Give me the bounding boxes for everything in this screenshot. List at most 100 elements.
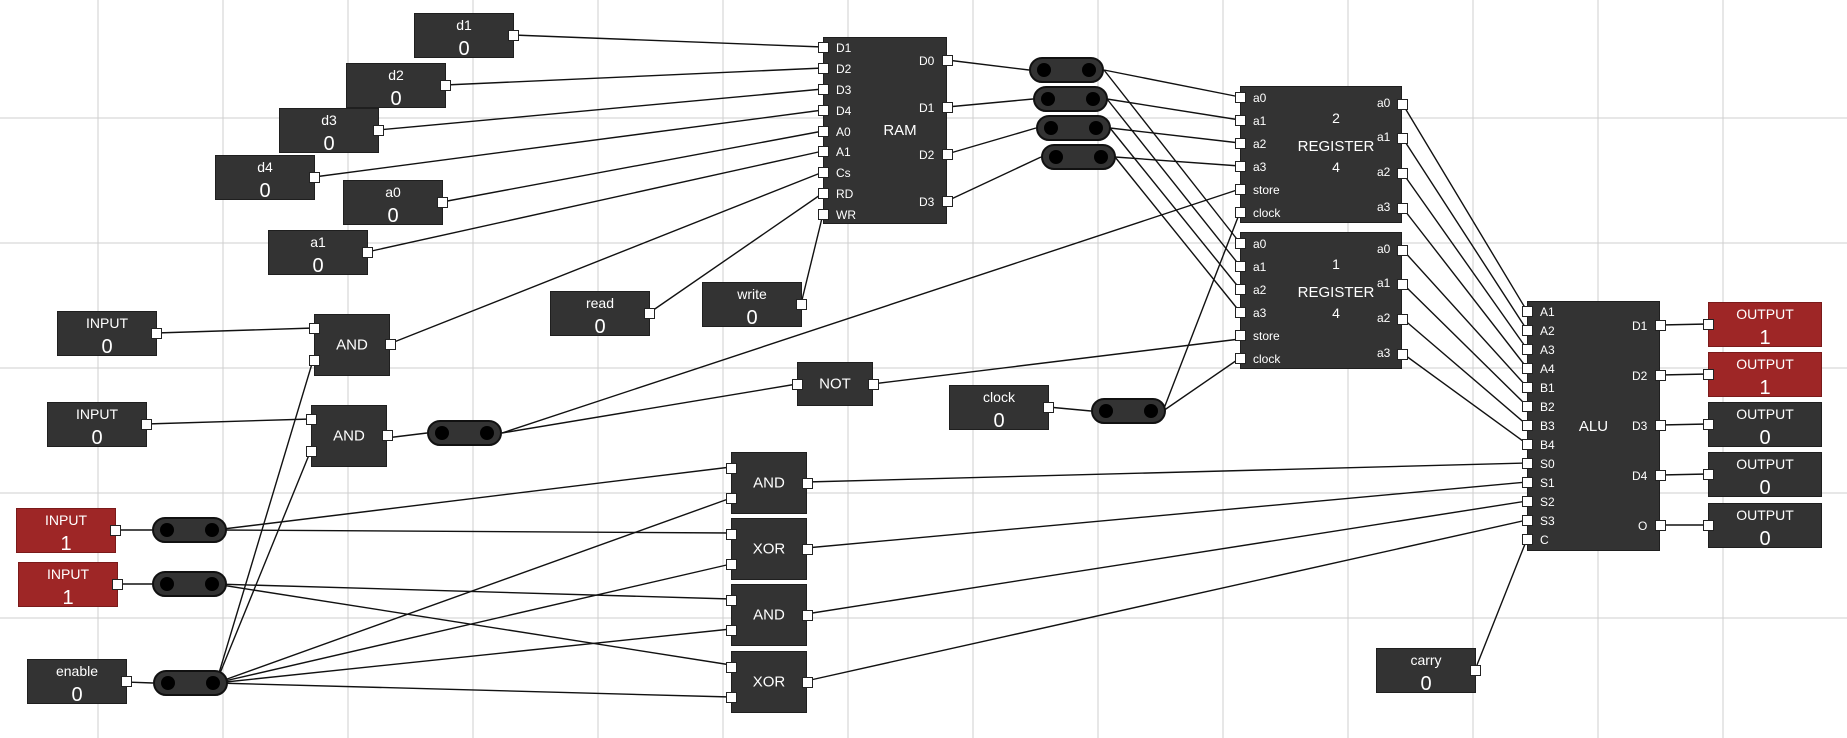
reg2-pin-out-a3[interactable] <box>1397 203 1408 214</box>
input-4[interactable]: INPUT 1 <box>18 562 123 608</box>
output-pin[interactable] <box>802 478 813 489</box>
alu-pin-A3[interactable] <box>1522 344 1533 355</box>
input-d2[interactable]: d2 0 <box>346 63 451 109</box>
input-pin[interactable] <box>1703 419 1714 430</box>
reg1-pin-out-a0[interactable] <box>1397 245 1408 256</box>
and-gate-3[interactable]: AND <box>726 452 813 514</box>
reg1-pin-a3[interactable] <box>1235 307 1246 318</box>
junction-node[interactable] <box>152 571 227 597</box>
xor-gate-1[interactable]: XOR <box>726 518 813 580</box>
alu-pin-A4[interactable] <box>1522 363 1533 374</box>
input-pin[interactable] <box>726 559 737 570</box>
input-pin[interactable] <box>726 692 737 703</box>
ram-pin-WR[interactable] <box>818 209 829 220</box>
input-2[interactable]: INPUT 0 <box>47 402 152 448</box>
junction-node[interactable] <box>1041 144 1116 170</box>
ram-pin-RD[interactable] <box>818 188 829 199</box>
ram-pin-Cs[interactable] <box>818 167 829 178</box>
input-read[interactable]: read 0 <box>550 291 655 337</box>
output-pin[interactable] <box>440 80 451 91</box>
alu-pin-S0[interactable] <box>1522 458 1533 469</box>
alu-pin-B2[interactable] <box>1522 401 1533 412</box>
reg1-pin-store[interactable] <box>1235 330 1246 341</box>
not-gate[interactable]: NOT <box>792 362 879 406</box>
output-pin[interactable] <box>796 299 807 310</box>
output-pin[interactable] <box>382 430 393 441</box>
reg2-pin-store[interactable] <box>1235 184 1246 195</box>
output-pin[interactable] <box>151 328 162 339</box>
ram-pin-D3[interactable] <box>818 84 829 95</box>
output-pin[interactable] <box>112 579 123 590</box>
input-pin[interactable] <box>306 446 317 457</box>
input-clock[interactable]: clock 0 <box>949 385 1054 431</box>
output-pin[interactable] <box>121 676 132 687</box>
input-pin[interactable] <box>1703 520 1714 531</box>
input-pin[interactable] <box>309 355 320 366</box>
input-carry[interactable]: carry 0 <box>1376 648 1481 694</box>
alu-pin-A2[interactable] <box>1522 325 1533 336</box>
input-pin[interactable] <box>306 414 317 425</box>
junction-node[interactable] <box>153 670 228 696</box>
alu-pin-S3[interactable] <box>1522 515 1533 526</box>
alu-pin-C[interactable] <box>1522 534 1533 545</box>
ram-pin-A0[interactable] <box>818 126 829 137</box>
input-pin[interactable] <box>726 493 737 504</box>
output-pin[interactable] <box>110 525 121 536</box>
alu-pin-B4[interactable] <box>1522 439 1533 450</box>
junction-node[interactable] <box>1036 115 1111 141</box>
ram-pin-D2[interactable] <box>818 63 829 74</box>
alu-chip[interactable]: A1 A2 A3 A4 B1 B2 B3 B4 S0 S1 S2 S3 C AL… <box>1522 301 1666 551</box>
output-pin[interactable] <box>141 419 152 430</box>
input-pin[interactable] <box>726 595 737 606</box>
ram-pin-out-D2[interactable] <box>942 149 953 160</box>
reg1-pin-clock[interactable] <box>1235 353 1246 364</box>
ram-pin-out-D1[interactable] <box>942 102 953 113</box>
output-pin[interactable] <box>373 125 384 136</box>
input-write[interactable]: write 0 <box>702 282 807 328</box>
output-1[interactable]: OUTPUT 1 <box>1703 302 1822 348</box>
reg2-pin-a3[interactable] <box>1235 161 1246 172</box>
output-5[interactable]: OUTPUT 0 <box>1703 503 1822 549</box>
and-gate-4[interactable]: AND <box>726 584 813 646</box>
junction-node[interactable] <box>1029 57 1104 83</box>
input-pin[interactable] <box>792 379 803 390</box>
input-a0[interactable]: a0 0 <box>343 180 448 226</box>
output-pin[interactable] <box>1043 402 1054 413</box>
reg2-pin-clock[interactable] <box>1235 207 1246 218</box>
reg1-pin-out-a2[interactable] <box>1397 314 1408 325</box>
reg1-pin-a0[interactable] <box>1235 238 1246 249</box>
junction-node[interactable] <box>1091 398 1166 424</box>
input-d1[interactable]: d1 0 <box>414 13 519 59</box>
input-1[interactable]: INPUT 0 <box>57 311 162 357</box>
output-4[interactable]: OUTPUT 0 <box>1703 452 1822 498</box>
register-1[interactable]: a0 a1 a2 a3 store clock 1 REGISTER 4 a0 … <box>1235 232 1408 369</box>
ram-chip[interactable]: D1 D2 D3 D4 A0 A1 Cs RD WR RAM D0 D1 D2 … <box>818 37 953 224</box>
output-pin[interactable] <box>1470 665 1481 676</box>
input-pin[interactable] <box>726 625 737 636</box>
reg2-pin-a1[interactable] <box>1235 115 1246 126</box>
output-pin[interactable] <box>802 544 813 555</box>
ram-pin-out-D3[interactable] <box>942 196 953 207</box>
reg1-pin-a2[interactable] <box>1235 284 1246 295</box>
alu-pin-S1[interactable] <box>1522 477 1533 488</box>
reg2-pin-out-a2[interactable] <box>1397 168 1408 179</box>
input-a1[interactable]: a1 0 <box>268 230 373 276</box>
ram-pin-out-D0[interactable] <box>942 55 953 66</box>
input-pin[interactable] <box>726 662 737 673</box>
input-pin[interactable] <box>1703 469 1714 480</box>
alu-pin-out-D1[interactable] <box>1655 320 1666 331</box>
ram-pin-D1[interactable] <box>818 42 829 53</box>
reg1-pin-a1[interactable] <box>1235 261 1246 272</box>
alu-pin-B1[interactable] <box>1522 382 1533 393</box>
input-pin[interactable] <box>1703 319 1714 330</box>
xor-gate-2[interactable]: XOR <box>726 651 813 713</box>
reg2-pin-a0[interactable] <box>1235 92 1246 103</box>
reg2-pin-out-a1[interactable] <box>1397 133 1408 144</box>
input-3[interactable]: INPUT 1 <box>16 508 121 554</box>
output-pin[interactable] <box>802 677 813 688</box>
output-pin[interactable] <box>644 308 655 319</box>
input-pin[interactable] <box>726 463 737 474</box>
ram-pin-A1[interactable] <box>818 146 829 157</box>
junction-node[interactable] <box>1033 86 1108 112</box>
alu-pin-out-O[interactable] <box>1655 520 1666 531</box>
